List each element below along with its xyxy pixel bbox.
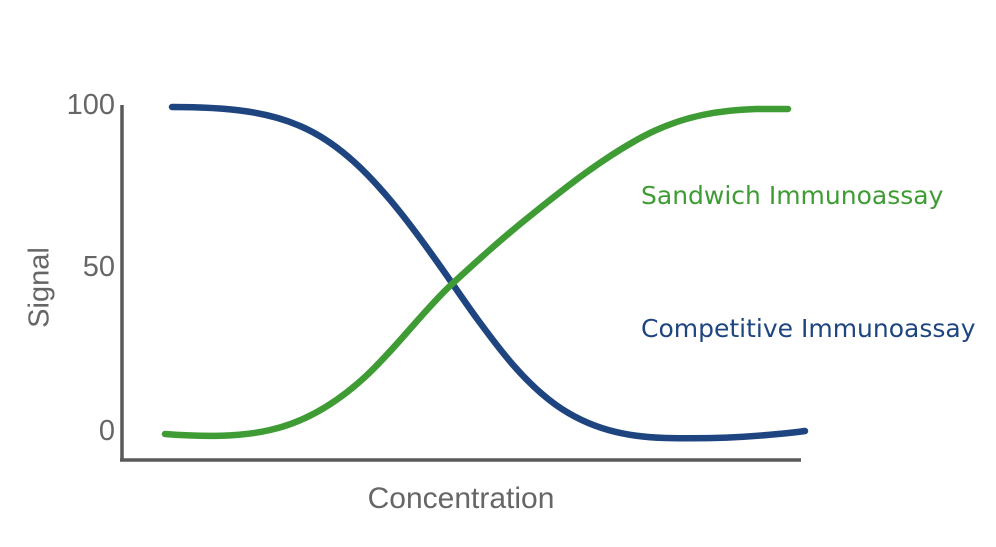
- y-axis-title: Signal: [23, 247, 56, 328]
- series-label-competitive-immunoassay: Competitive Immunoassay: [641, 314, 976, 343]
- series-label-sandwich-immunoassay: Sandwich Immunoassay: [641, 181, 944, 210]
- series-line-competitive-immunoassay: [168, 103, 809, 442]
- y-tick-label-50: 50: [82, 251, 115, 283]
- x-axis-title: Concentration: [367, 482, 555, 515]
- y-tick-label-0: 0: [98, 415, 115, 447]
- series-line-sandwich-immunoassay: [161, 105, 792, 440]
- y-tick-label-100: 100: [66, 89, 115, 121]
